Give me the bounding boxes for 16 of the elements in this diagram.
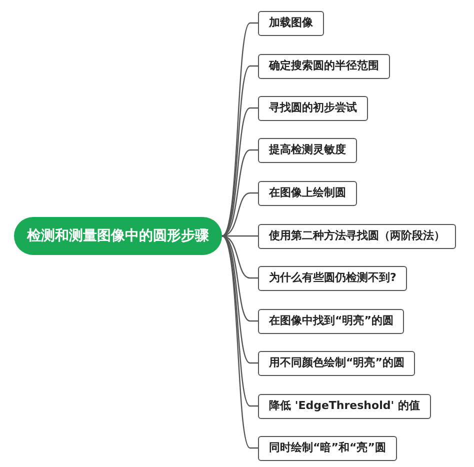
connector-line — [222, 65, 258, 236]
root-topic: 检测和测量图像中的圆形步骤 — [14, 217, 222, 255]
topic-box: 在图像中找到“明亮”的圆 — [258, 308, 404, 334]
topic-box: 降低 'EdgeThreshold' 的值 — [258, 394, 431, 418]
connector-line — [222, 22, 258, 236]
topic-box: 为什么有些圆仍检测不到? — [258, 266, 408, 290]
topic-box: 寻找圆的初步尝试 — [258, 96, 368, 120]
topic-box: 确定搜索圆的半径范围 — [258, 54, 390, 78]
topic-box: 用不同颜色绘制“明亮”的圆 — [258, 350, 416, 376]
topic-box: 加载图像 — [258, 10, 324, 36]
topic-box: 使用第二种方法寻找圆（两阶段法） — [258, 224, 456, 248]
connector-line — [222, 236, 258, 449]
topic-box: 在图像上绘制圆 — [258, 180, 357, 206]
topic-box: 提高检测灵敏度 — [258, 138, 357, 162]
connector-line — [222, 236, 258, 407]
topic-box: 同时绘制“暗”和“亮”圆 — [258, 436, 397, 460]
